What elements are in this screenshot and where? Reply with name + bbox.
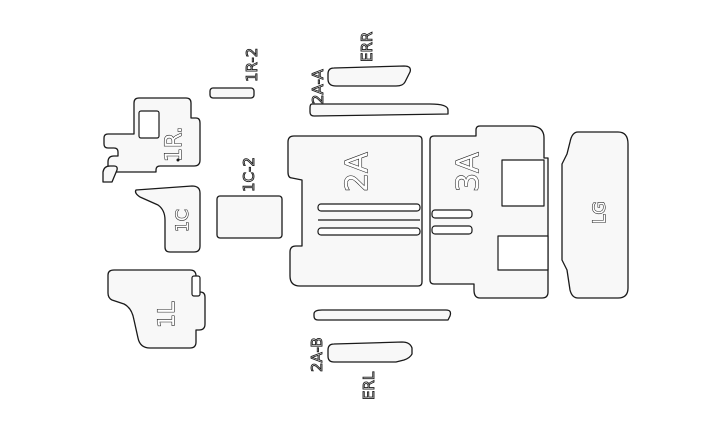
- label-2a-b: 2A-B: [308, 337, 326, 372]
- label-3a: 3A: [451, 152, 486, 192]
- label-2a: 2A: [340, 152, 375, 192]
- mat-1c-2: 1C-2: [216, 157, 283, 239]
- mat-2a-a: 2A-A: [309, 68, 449, 117]
- label-1c-2: 1C-2: [240, 157, 258, 192]
- mat-err: ERR: [327, 31, 412, 87]
- label-erl: ERL: [360, 371, 378, 400]
- label-1l: 1L: [155, 301, 180, 328]
- mat-1r: 1R.: [103, 97, 201, 173]
- mat-1r-wedge: [102, 165, 118, 183]
- mat-3a-slot-top: [431, 209, 473, 219]
- label-lg: LG: [590, 201, 610, 224]
- mat-1c: 1C: [134, 185, 201, 253]
- label-err: ERR: [358, 32, 376, 62]
- mat-1r-2: 1R-2: [209, 47, 261, 99]
- mat-2a: 2A: [287, 135, 423, 287]
- mat-3a-notch-bottom: [497, 235, 549, 271]
- label-1c: 1C: [173, 209, 193, 232]
- mat-3a: 3A: [429, 125, 549, 299]
- mat-2a-slot-top: [317, 203, 421, 212]
- label-1r: 1R.: [162, 127, 187, 163]
- label-2a-a: 2A-A: [309, 68, 327, 104]
- mat-1r-cutout: [138, 110, 160, 139]
- mat-3a-slot-bottom: [431, 225, 473, 235]
- mat-1l-notch: [191, 275, 201, 297]
- mat-erl: ERL: [327, 341, 413, 400]
- mat-1l: 1L: [107, 269, 206, 349]
- mat-3a-notch-top: [501, 159, 545, 207]
- mat-2a-b: 2A-B: [308, 309, 452, 372]
- mat-2a-slot-bottom: [317, 227, 421, 236]
- mat-1r-marker: [176, 158, 180, 162]
- mat-lg: LG: [561, 131, 629, 299]
- label-1r-2: 1R-2: [243, 48, 261, 82]
